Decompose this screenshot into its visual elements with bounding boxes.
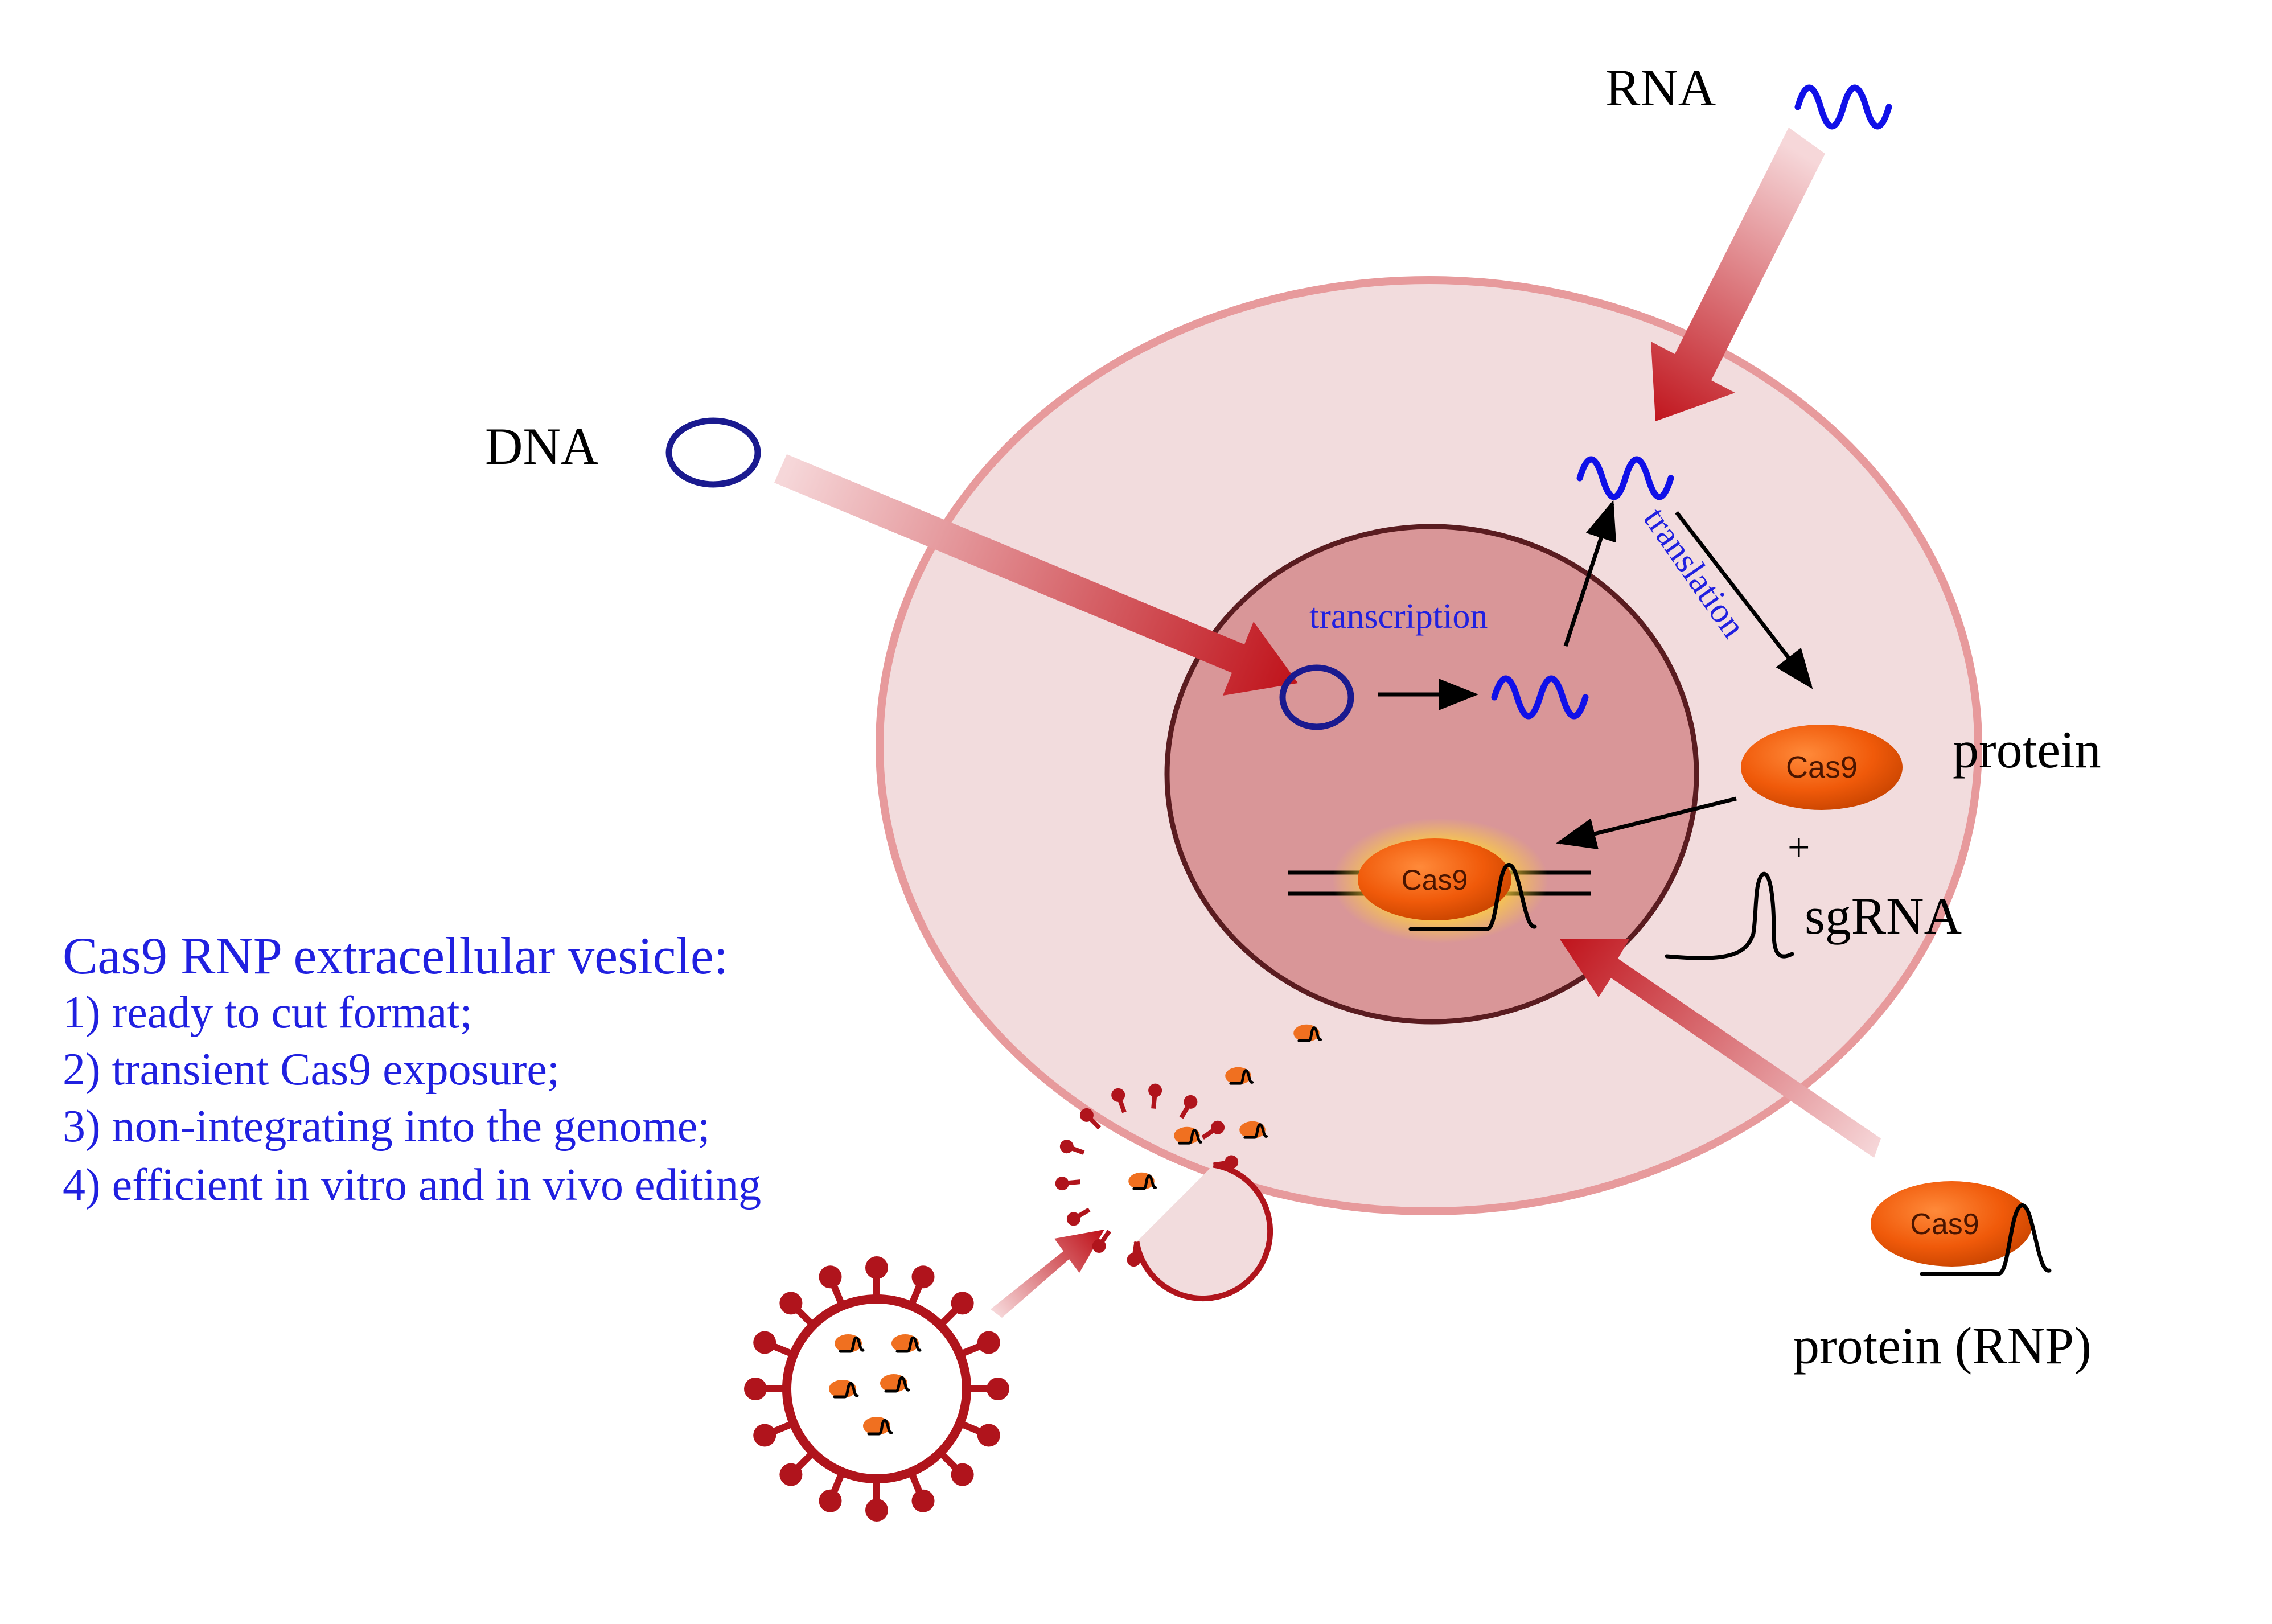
bound-cas9-label: Cas9: [1402, 864, 1468, 896]
mini-rnp-icon: [829, 1380, 859, 1399]
mini-rnp-icon: [863, 1417, 893, 1436]
mini-rnp-icon: [880, 1374, 910, 1393]
rnp-cas9-label: Cas9: [1910, 1208, 1979, 1241]
rnp-entry-arrow-icon: [1560, 939, 1881, 1158]
bound-sgrna-icon: [1408, 863, 1537, 931]
translation-arrow-icon: [1675, 511, 1813, 689]
cas9-rnp-icon: [1871, 1181, 2052, 1276]
protein-rnp-label: protein (RNP): [1793, 1317, 2092, 1375]
vesicle-title: Cas9 RNP extracellular vesicle:: [63, 927, 728, 985]
transcription-label: transcription: [1309, 597, 1488, 636]
mini-rnp-icon: [835, 1334, 865, 1353]
mini-rnp-icon: [891, 1334, 922, 1353]
bound-cas9-icon: [1358, 838, 1511, 920]
vesicle-item-4: 4) efficient in vitro and in vivo editin…: [63, 1160, 761, 1210]
dna-label: DNA: [485, 417, 598, 475]
mini-rnp-icon: [1225, 1067, 1254, 1085]
nuclear-rna-wave-icon: [1491, 675, 1589, 720]
export-arrow-icon: [1563, 500, 1616, 647]
budding-vesicle-icon: [1055, 1083, 1273, 1302]
rna-label: RNA: [1605, 59, 1716, 117]
cytoplasmic-rna-wave-icon: [1576, 456, 1674, 500]
cas9-import-arrow-icon: [1556, 796, 1737, 849]
vesicle-item-3: 3) non-integrating into the genome;: [63, 1101, 710, 1152]
mini-rnp-icon: [1239, 1121, 1268, 1139]
protein-label: protein: [1953, 721, 2101, 779]
vesicle-entry-arrow-icon: [991, 1230, 1104, 1318]
cas9-dna-complex: [1288, 818, 1591, 943]
mini-rnp-icon: [1128, 1172, 1157, 1190]
cas9-protein-icon: [1741, 725, 1903, 810]
extracellular-vesicle-icon: [744, 1256, 1009, 1522]
released-rnp-particles: [1174, 1024, 1322, 1145]
nucleus: [1164, 524, 1699, 1025]
mini-rnp-icon: [1293, 1024, 1322, 1042]
dna-entry-arrow-icon: [774, 454, 1298, 696]
vesicle-item-1: 1) ready to cut format;: [63, 988, 473, 1038]
cas9-label: Cas9: [1786, 750, 1858, 784]
sgrna-label: sgRNA: [1805, 887, 1962, 945]
vesicle-item-2: 2) transient Cas9 exposure;: [63, 1045, 560, 1095]
rna-wave-icon: [1794, 84, 1892, 130]
dna-plasmid-icon: [665, 417, 761, 488]
nuclear-dna-plasmid-icon: [1279, 664, 1354, 730]
rna-entry-arrow-icon: [1651, 128, 1825, 421]
sgrna-icon: [1665, 871, 1794, 960]
plus-label: +: [1788, 826, 1810, 870]
mini-rnp-icon: [1174, 1126, 1203, 1145]
